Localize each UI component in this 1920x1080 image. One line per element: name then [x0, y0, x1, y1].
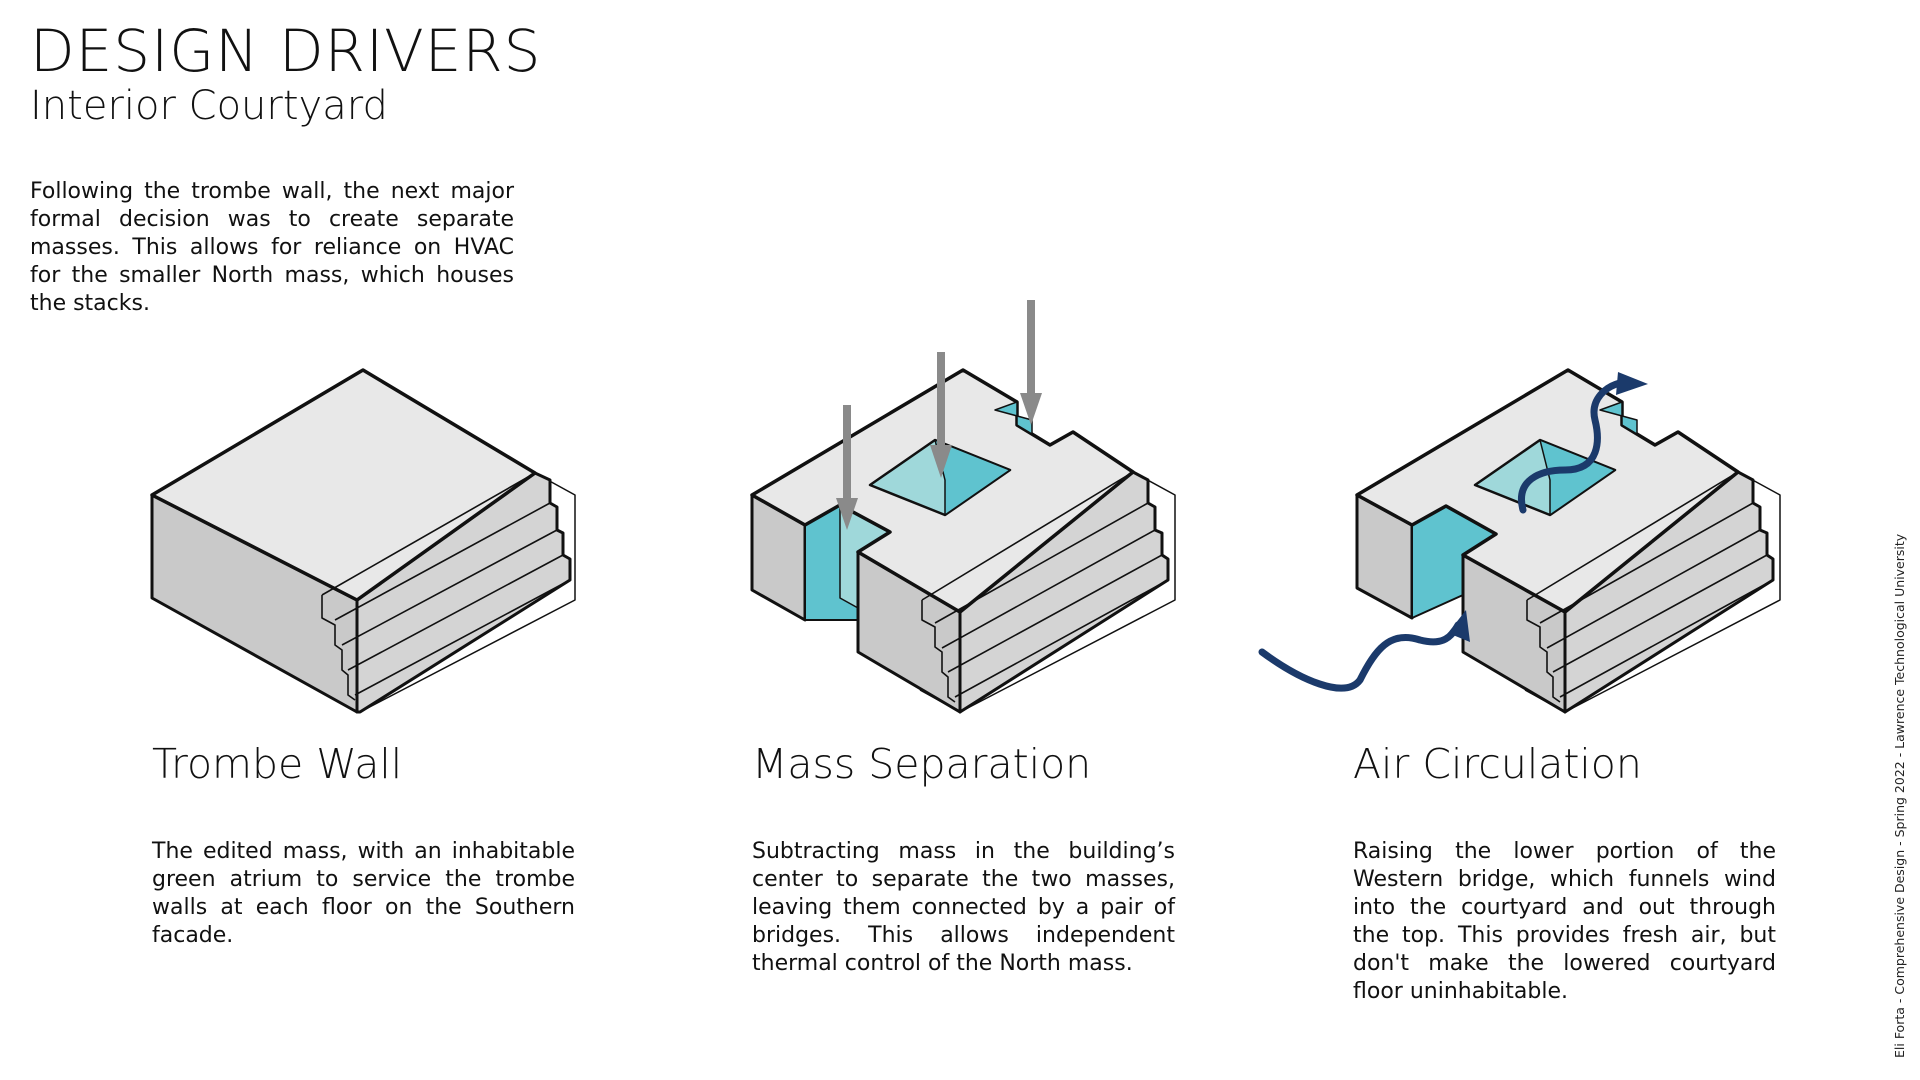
step-lines	[1526, 471, 1774, 703]
credit-line: Eli Forta - Comprehensive Design - Sprin…	[1892, 533, 1907, 1058]
description-trombe-wall: The edited mass, with an inhabitable gre…	[152, 839, 575, 948]
intro-paragraph: Following the trombe wall, the next majo…	[30, 179, 514, 316]
step-lines	[921, 471, 1169, 703]
north-notch-face	[994, 401, 1033, 435]
airflow-arrow-icon	[1258, 378, 1629, 692]
step-lines	[321, 472, 571, 701]
trombe-wall-diagram	[150, 368, 576, 714]
north-notch-face	[1599, 401, 1638, 435]
heading-air-circulation: Air Circulation	[1353, 740, 1642, 788]
heading-mass-separation: Mass Separation	[752, 740, 1092, 788]
airflow-arrowheads	[1448, 372, 1648, 642]
mass-stepped-face	[355, 471, 572, 714]
heading-trombe-wall: Trombe Wall	[152, 740, 403, 788]
east-mass-stepped-face	[1563, 470, 1775, 714]
east-mass-stepped-face	[958, 470, 1170, 714]
air-circulation-diagram	[1355, 368, 1781, 714]
gray-down-arrow-icon	[836, 300, 1042, 530]
page-subtitle: Interior Courtyard	[30, 83, 388, 129]
description-mass-separation: Subtracting mass in the building’s cente…	[752, 839, 1175, 976]
description-air-circulation: Raising the lower portion of the Western…	[1353, 839, 1776, 1004]
mass-separation-diagram	[750, 368, 1176, 714]
page-title: DESIGN DRIVERS	[30, 17, 542, 85]
